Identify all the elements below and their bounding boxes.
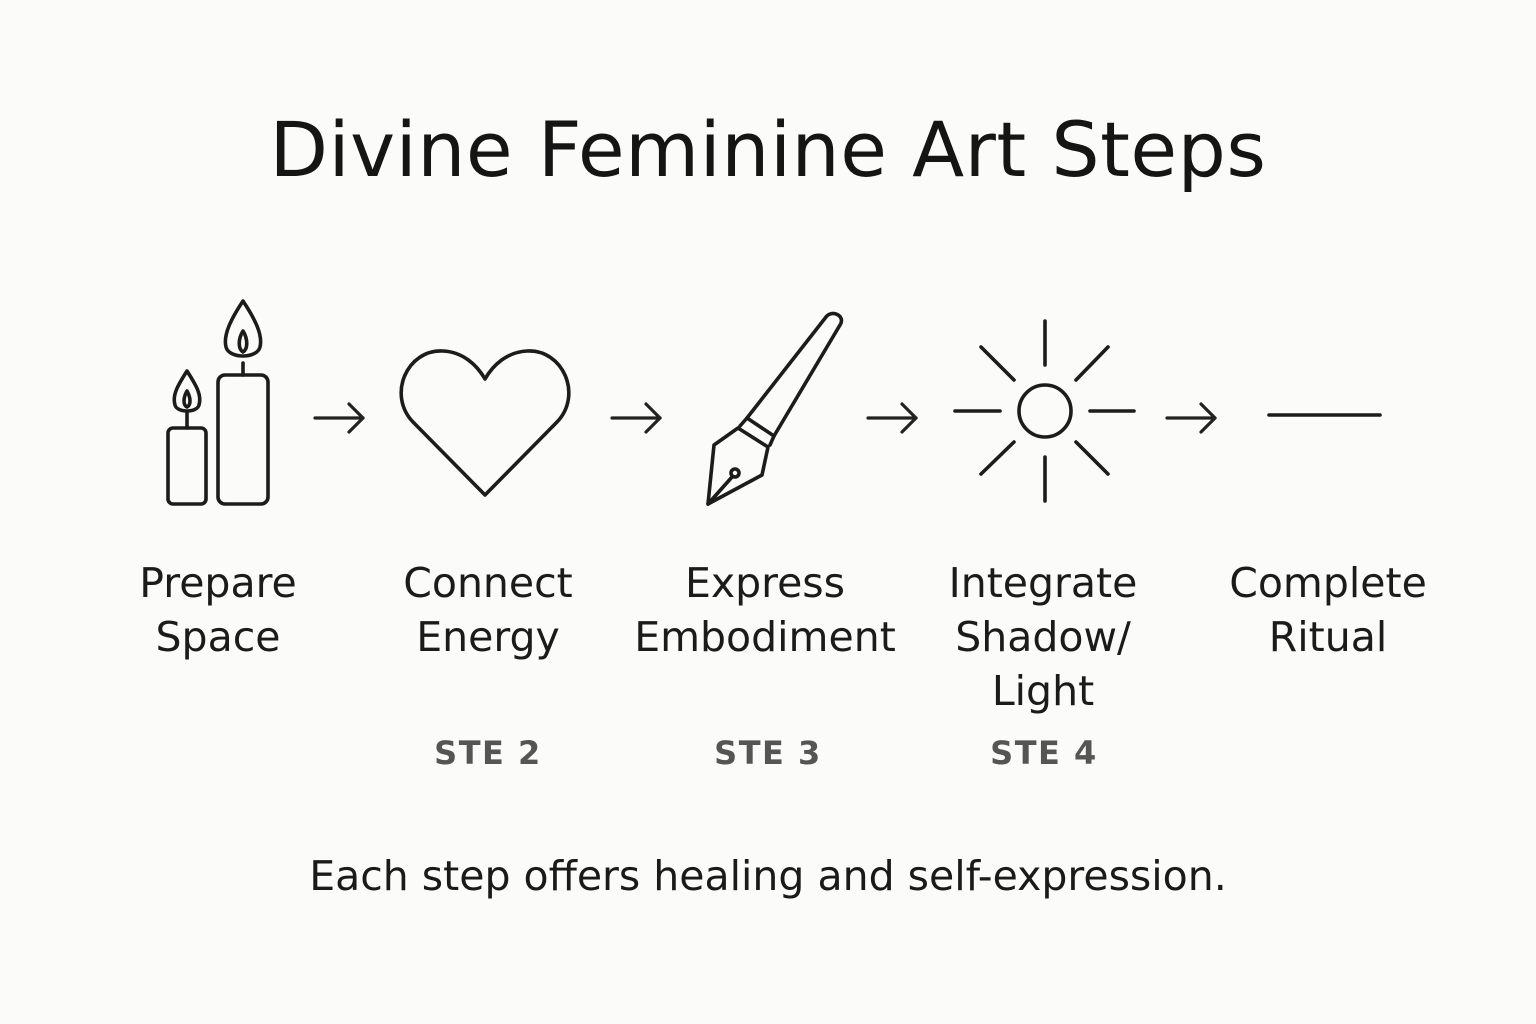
heart-icon	[399, 349, 571, 497]
arrow-right-icon	[610, 402, 662, 434]
arrow-right-icon	[866, 402, 918, 434]
arrow-right-icon	[313, 402, 365, 434]
step-number: STE 4	[990, 734, 1098, 772]
step-label-integrate-shadow-light: Integrate Shadow/ Light	[948, 559, 1138, 715]
line-icon	[1267, 413, 1382, 417]
page-title: Divine Feminine Art Steps	[269, 105, 1267, 194]
footer-caption: Each step offers healing and self-expres…	[309, 852, 1227, 900]
step-label-connect-energy: Connect Energy	[403, 559, 573, 661]
sun-icon	[953, 319, 1136, 503]
pen-nib-icon	[706, 311, 844, 506]
candles-icon	[166, 299, 270, 506]
step-label-prepare-space: Prepare Space	[139, 559, 297, 661]
step-number: STE 3	[714, 734, 822, 772]
step-label-complete-ritual: Complete Ritual	[1229, 559, 1427, 661]
step-number: STE 2	[434, 734, 542, 772]
arrow-right-icon	[1165, 402, 1217, 434]
step-label-express-embodiment: Express Embodiment	[634, 559, 896, 661]
